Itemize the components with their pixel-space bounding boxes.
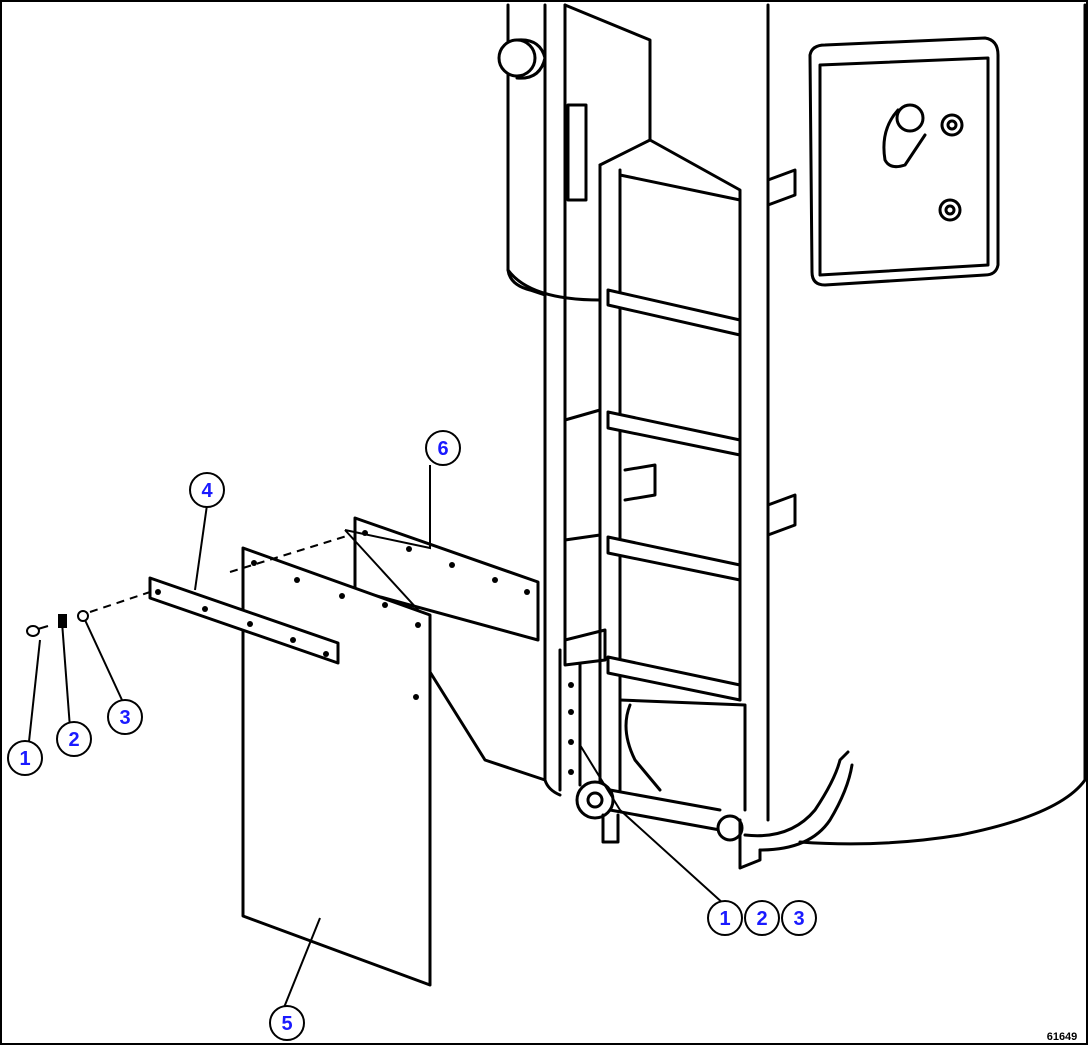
svg-text:1: 1 (719, 908, 730, 930)
nut-icon (77, 610, 89, 622)
callout-6: 6 (425, 430, 461, 466)
plate-part-6 (353, 516, 540, 642)
hardware-parts (26, 610, 89, 637)
svg-text:2: 2 (756, 908, 767, 930)
callouts: 1 2 3 4 5 6 1 2 (7, 430, 817, 1041)
flap-5-holes (251, 560, 421, 700)
svg-text:3: 3 (119, 707, 130, 729)
callout-group-2: 2 (744, 900, 780, 936)
leader-lines (26, 465, 726, 1011)
svg-text:6: 6 (437, 438, 448, 460)
bolt-icon (26, 625, 40, 637)
callout-5: 5 (269, 1005, 305, 1041)
drawing-id: 61649 (1047, 1031, 1078, 1043)
svg-text:5: 5 (281, 1013, 292, 1035)
svg-text:1: 1 (19, 748, 30, 770)
bracket-holes (568, 682, 574, 775)
flap-part-5 (241, 546, 432, 987)
callout-4: 4 (189, 472, 225, 508)
callout-1: 1 (7, 740, 43, 776)
assembly-dashed-line (89, 534, 351, 613)
svg-text:4: 4 (201, 480, 213, 502)
svg-text:3: 3 (793, 908, 804, 930)
callout-2: 2 (56, 721, 92, 757)
strip-4-holes (155, 589, 329, 657)
callout-3: 3 (107, 699, 143, 735)
callout-group-1: 1 (707, 900, 743, 936)
callout-group-3: 3 (781, 900, 817, 936)
machine-body (428, 3, 1087, 870)
svg-text:2: 2 (68, 729, 79, 751)
